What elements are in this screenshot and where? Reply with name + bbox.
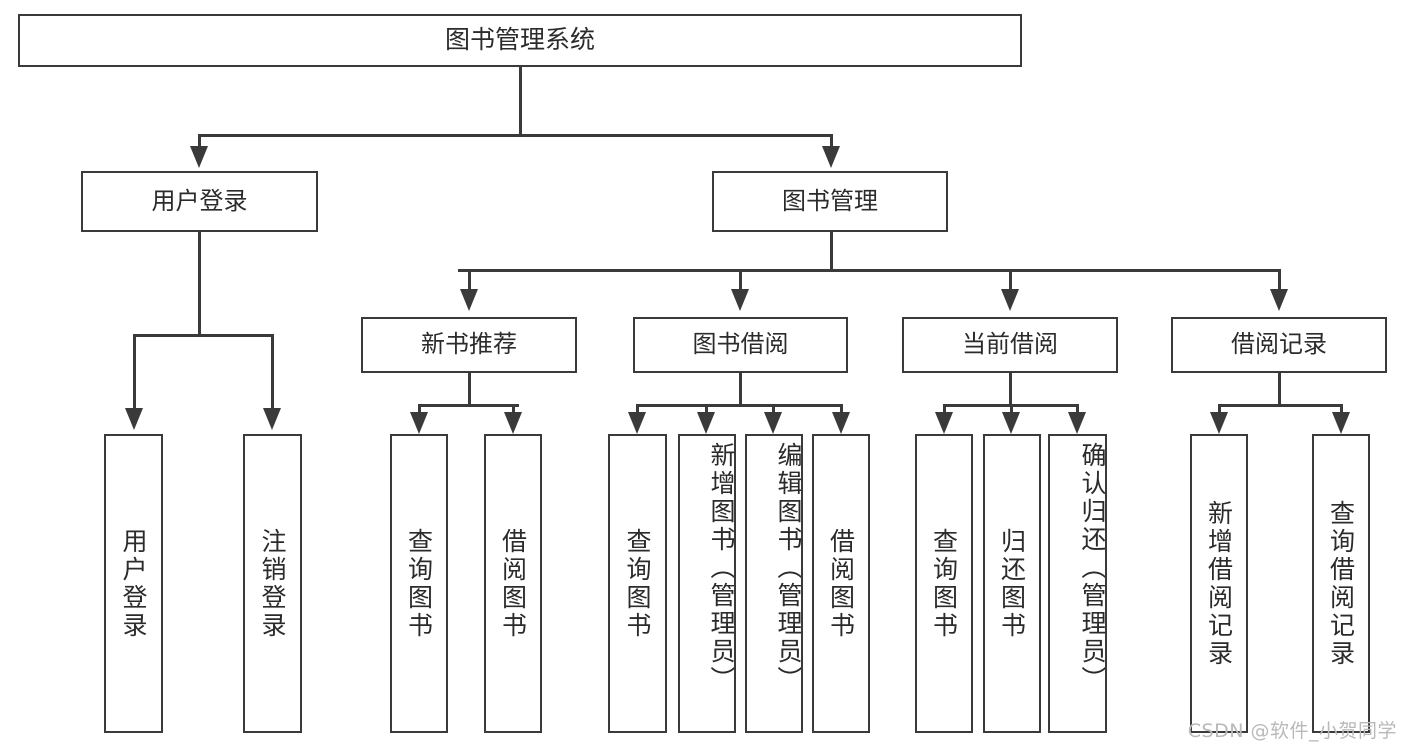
connector-bm-drop-4 bbox=[1278, 269, 1281, 291]
node-borrow-record[interactable]: 借阅记录 bbox=[1171, 317, 1387, 373]
connector-bb-drop-2 bbox=[705, 404, 708, 414]
node-book-management[interactable]: 图书管理 bbox=[712, 171, 948, 232]
leaf-label: 借阅图书 bbox=[826, 527, 856, 640]
connector-book-management-bar bbox=[458, 269, 1281, 272]
leaf-user-login[interactable]: 用户登录 bbox=[104, 434, 163, 733]
leaf-label: 归还图书 bbox=[997, 527, 1027, 640]
connector-bb-drop-3 bbox=[772, 404, 775, 414]
arrow-cb-leaf-2 bbox=[1002, 412, 1020, 434]
connector-br-stem bbox=[1278, 373, 1281, 407]
connector-br-bar bbox=[1218, 404, 1342, 407]
watermark: CSDN @软件_小贺同学 bbox=[1187, 720, 1397, 742]
leaf-borrow-book-recommend[interactable]: 借阅图书 bbox=[484, 434, 542, 733]
connector-bb-drop-1 bbox=[636, 404, 639, 414]
node-label: 图书管理系统 bbox=[444, 25, 595, 55]
connector-book-management-stem bbox=[830, 232, 833, 271]
connector-bm-drop-1 bbox=[468, 269, 471, 291]
node-label: 新书推荐 bbox=[421, 330, 517, 359]
connector-cb-stem bbox=[1009, 373, 1012, 407]
connector-root-to-book-management bbox=[830, 134, 833, 148]
node-label: 借阅记录 bbox=[1231, 330, 1327, 359]
arrow-bm-to-current-borrow bbox=[1001, 289, 1019, 311]
leaf-label: 查询图书 bbox=[404, 527, 434, 640]
node-label: 图书管理 bbox=[782, 186, 878, 215]
leaf-add-borrow-record[interactable]: 新增借阅记录 bbox=[1190, 434, 1248, 733]
leaf-label: 查询图书 bbox=[929, 527, 959, 640]
connector-bb-stem bbox=[739, 373, 742, 407]
connector-user-login-bar bbox=[133, 334, 273, 337]
connector-cb-drop-3 bbox=[1076, 404, 1079, 414]
node-root-book-management-system[interactable]: 图书管理系统 bbox=[18, 14, 1022, 67]
connector-user-login-drop-1 bbox=[133, 334, 136, 410]
leaf-label: 新增借阅记录 bbox=[1204, 499, 1234, 668]
connector-nbr-drop-2 bbox=[512, 404, 515, 414]
leaf-label: 用户登录 bbox=[119, 527, 148, 640]
arrow-user-login-leaf-1 bbox=[125, 408, 143, 430]
arrow-user-login-leaf-2 bbox=[263, 408, 281, 430]
leaf-query-book-borrow[interactable]: 查询图书 bbox=[608, 434, 667, 733]
arrow-bm-to-book-borrow bbox=[731, 289, 749, 311]
arrow-bb-leaf-2 bbox=[697, 412, 715, 434]
connector-br-drop-2 bbox=[1340, 404, 1343, 414]
connector-root-stem bbox=[519, 67, 522, 135]
leaf-logout-login[interactable]: 注销登录 bbox=[243, 434, 302, 733]
leaf-label: 编辑图书（管理员） bbox=[774, 442, 803, 694]
arrow-bm-to-new-book-recommend bbox=[460, 289, 478, 311]
node-book-borrow[interactable]: 图书借阅 bbox=[633, 317, 848, 373]
arrow-cb-leaf-1 bbox=[935, 412, 953, 434]
leaf-label: 新增图书（管理员） bbox=[707, 442, 736, 694]
leaf-label: 查询借阅记录 bbox=[1326, 499, 1356, 668]
arrow-root-to-user-login bbox=[190, 146, 208, 168]
arrow-cb-leaf-3 bbox=[1068, 412, 1086, 434]
connector-bm-drop-3 bbox=[1009, 269, 1012, 291]
connector-bm-drop-2 bbox=[739, 269, 742, 291]
connector-root-to-user-login bbox=[198, 134, 201, 148]
leaf-edit-book-admin[interactable]: 编辑图书（管理员） bbox=[745, 434, 803, 733]
connector-nbr-bar bbox=[418, 404, 519, 407]
connector-bb-drop-4 bbox=[840, 404, 843, 414]
leaf-label: 注销登录 bbox=[258, 527, 287, 640]
node-current-borrow[interactable]: 当前借阅 bbox=[902, 317, 1118, 373]
connector-cb-drop-1 bbox=[943, 404, 946, 414]
arrow-bm-to-borrow-record bbox=[1270, 289, 1288, 311]
leaf-label: 查询图书 bbox=[623, 527, 652, 640]
leaf-borrow-book[interactable]: 借阅图书 bbox=[812, 434, 870, 733]
node-label: 图书借阅 bbox=[692, 330, 789, 359]
connector-br-drop-1 bbox=[1218, 404, 1221, 414]
leaf-add-book-admin[interactable]: 新增图书（管理员） bbox=[678, 434, 736, 733]
arrow-root-to-book-management bbox=[822, 146, 840, 168]
connector-user-login-drop-2 bbox=[271, 334, 274, 410]
leaf-label: 借阅图书 bbox=[498, 527, 528, 640]
connector-root-bar bbox=[198, 134, 832, 137]
connector-bb-bar bbox=[636, 404, 843, 407]
arrow-bb-leaf-3 bbox=[764, 412, 782, 434]
leaf-query-book-recommend[interactable]: 查询图书 bbox=[390, 434, 448, 733]
connector-nbr-drop-1 bbox=[418, 404, 421, 414]
connector-user-login-stem bbox=[198, 232, 201, 336]
node-user-login[interactable]: 用户登录 bbox=[81, 171, 318, 232]
arrow-br-leaf-1 bbox=[1210, 412, 1228, 434]
arrow-bb-leaf-1 bbox=[628, 412, 646, 434]
arrow-br-leaf-2 bbox=[1332, 412, 1350, 434]
arrow-nbr-leaf-1 bbox=[410, 412, 428, 434]
node-new-book-recommend[interactable]: 新书推荐 bbox=[361, 317, 577, 373]
leaf-query-book-current[interactable]: 查询图书 bbox=[915, 434, 973, 733]
leaf-confirm-return-admin[interactable]: 确认归还（管理员） bbox=[1048, 434, 1107, 733]
node-label: 用户登录 bbox=[151, 186, 248, 215]
leaf-query-borrow-record[interactable]: 查询借阅记录 bbox=[1312, 434, 1370, 733]
connector-cb-drop-2 bbox=[1010, 404, 1013, 414]
arrow-nbr-leaf-2 bbox=[504, 412, 522, 434]
leaf-return-book[interactable]: 归还图书 bbox=[983, 434, 1041, 733]
connector-nbr-stem bbox=[468, 373, 471, 407]
node-label: 当前借阅 bbox=[962, 330, 1058, 359]
arrow-bb-leaf-4 bbox=[832, 412, 850, 434]
leaf-label: 确认归还（管理员） bbox=[1078, 442, 1107, 694]
